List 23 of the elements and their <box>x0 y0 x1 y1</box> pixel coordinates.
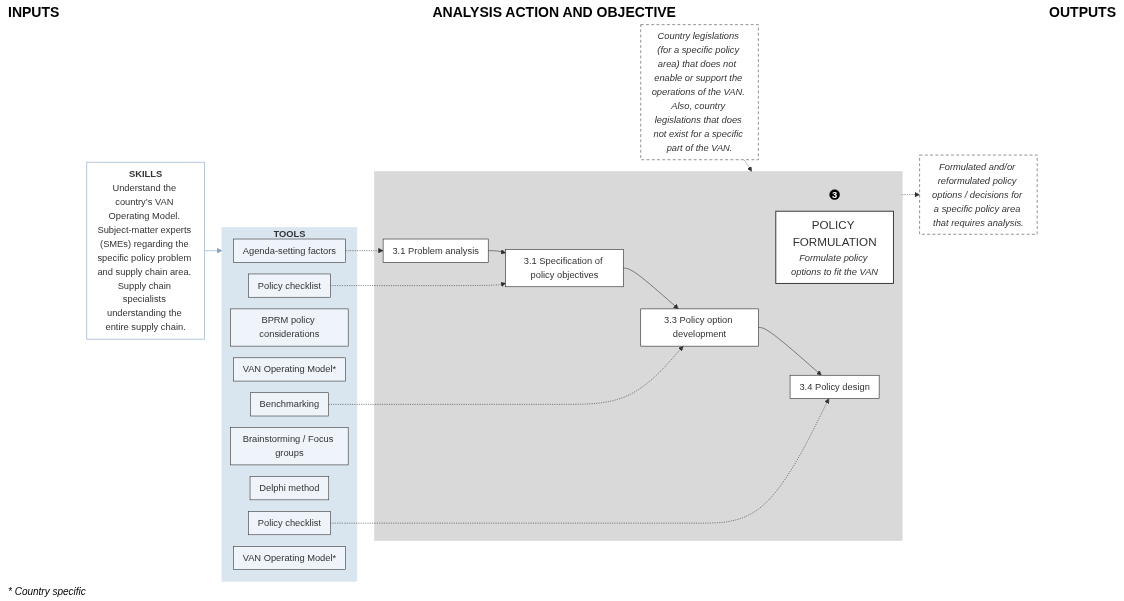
node-box: Country legislations (for a specific policy area) that does not enable or support the operations of the VAN. Also, country legislations that does not exist for a specific part of the VAN. <box>640 24 759 160</box>
node-box: VAN Operating Model* <box>233 546 346 570</box>
node-box: 3.1 Specification of policy objectives <box>505 249 624 288</box>
node-box: Benchmarking <box>250 392 329 417</box>
node-box: 3.3 Policy option development <box>640 308 759 347</box>
node-box: VAN Operating Model* <box>233 357 346 382</box>
node-box: POLICY FORMULATION Formulate policy options to fit the VAN <box>775 210 894 284</box>
column-heading: INPUTS <box>8 4 60 20</box>
node-circle: 3 <box>829 189 840 200</box>
column-heading: OUTPUTS <box>1049 4 1116 20</box>
node-box: Agenda-setting factors <box>233 238 346 263</box>
node-box: SKILLS Understand the country’s VAN Operating Model. Subject-matter experts (SMEs) regarding the specific policy problem and supply chain area. Supply chain specialists understanding the entire supply chain. <box>86 161 205 340</box>
node-box: 3.1 Problem analysis <box>382 238 489 263</box>
node-box: Policy checklist <box>248 511 331 536</box>
node-box: Brainstorming / Focus groups <box>230 427 349 466</box>
node-box: BPRM policy considerations <box>230 308 349 347</box>
node-box: Policy checklist <box>248 273 331 298</box>
footnote: * Country specific <box>8 586 87 597</box>
node-box: 3.4 Policy design <box>789 374 880 399</box>
cluster <box>374 171 903 541</box>
node-box: Formulated and/or reformulated policy options / decisions for a specific policy area that requires analysis. <box>919 154 1038 235</box>
column-heading: ANALYSIS ACTION AND OBJECTIVE <box>432 4 676 20</box>
node-box: Delphi method <box>249 476 330 501</box>
